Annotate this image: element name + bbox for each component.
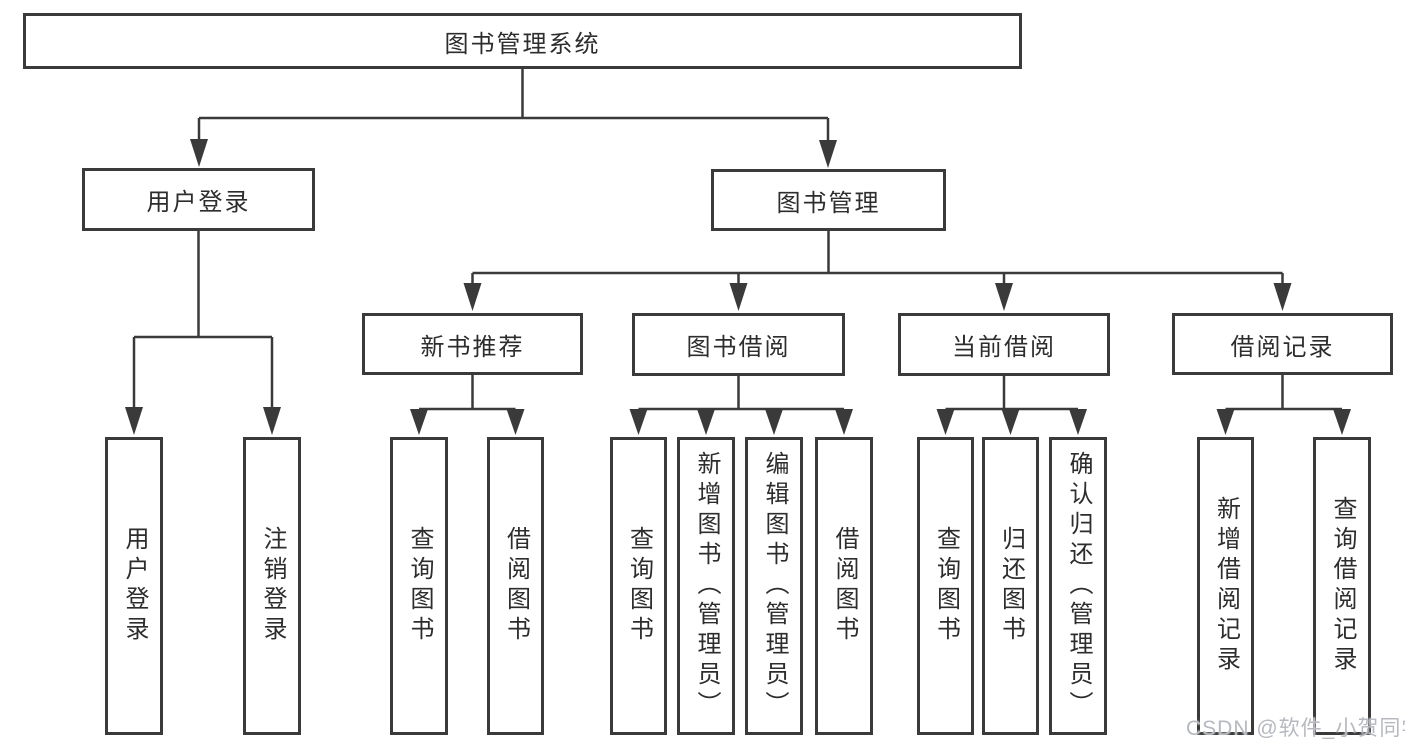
- arrowhead-bookborrow-query: [629, 409, 648, 435]
- leaf-newrec-borrow-books-label: 借阅图书: [502, 526, 530, 646]
- arrowhead-currentborrow-confirm: [1069, 409, 1087, 435]
- leaf-current-confirm-return-admin-label: 确认归还（管理员）: [1065, 451, 1092, 721]
- node-book-borrow: 图书借阅: [632, 313, 845, 376]
- connector-records-to-leaves: [1225, 375, 1342, 411]
- arrowhead-bookborrow-borrow: [835, 409, 853, 435]
- arrowhead-records-add: [1216, 409, 1235, 435]
- leaf-borrow-borrow-books-label: 借阅图书: [831, 526, 858, 646]
- leaf-logout-login: 注销登录: [243, 437, 301, 735]
- leaf-borrow-query-books-label: 查询图书: [625, 526, 653, 646]
- arrowhead-currentborrow-return: [1001, 409, 1020, 435]
- leaf-borrow-add-books-admin-label: 新增图书（管理员）: [693, 451, 720, 721]
- connector-userlogin-to-leaves: [132, 231, 274, 429]
- leaf-borrow-borrow-books: 借阅图书: [815, 437, 873, 735]
- leaf-current-query-books-label: 查询图书: [932, 526, 960, 646]
- leaf-borrow-add-books-admin: 新增图书（管理员）: [677, 437, 735, 735]
- leaf-newrec-query-books: 查询图书: [390, 437, 448, 735]
- node-current-borrow: 当前借阅: [898, 313, 1110, 376]
- arrowhead-book-borrow: [729, 283, 748, 311]
- leaf-logout-login-label: 注销登录: [259, 526, 286, 646]
- leaf-records-query-record: 查询借阅记录: [1313, 437, 1371, 735]
- node-new-book-recommend: 新书推荐: [362, 313, 583, 375]
- arrowhead-new-book-recommend: [463, 283, 482, 311]
- leaf-user-login: 用户登录: [105, 437, 163, 735]
- node-borrow-records: 借阅记录: [1172, 313, 1393, 375]
- arrowhead-records-query: [1333, 409, 1351, 435]
- connector-root-to-level1: [197, 68, 830, 161]
- leaf-current-return-books-label: 归还图书: [997, 526, 1025, 646]
- connector-bookborrow-to-leaves: [638, 376, 844, 411]
- arrowhead-book-management: [819, 140, 837, 168]
- arrowhead-currentborrow-query: [936, 409, 955, 435]
- arrowhead-newrec-borrow: [506, 409, 525, 435]
- arrowhead-bookborrow-add: [697, 409, 715, 435]
- arrowhead-current-borrow: [995, 283, 1013, 311]
- leaf-newrec-borrow-books: 借阅图书: [487, 437, 544, 735]
- node-root-library-system: 图书管理系统: [23, 13, 1022, 69]
- node-user-login: 用户登录: [82, 168, 315, 231]
- connector-bookmgmt-to-groups: [471, 231, 1284, 305]
- csdn-watermark: CSDN @软件_小贺同学: [1186, 717, 1405, 740]
- leaf-records-query-record-label: 查询借阅记录: [1329, 496, 1356, 676]
- leaf-borrow-edit-books-admin: 编辑图书（管理员）: [745, 437, 803, 735]
- leaf-records-add-record-label: 新增借阅记录: [1212, 496, 1240, 676]
- arrowhead-newrec-query: [410, 409, 428, 435]
- arrowhead-borrow-records: [1273, 283, 1292, 311]
- leaf-current-confirm-return-admin: 确认归还（管理员）: [1049, 437, 1107, 735]
- leaf-borrow-query-books: 查询图书: [610, 437, 667, 735]
- arrowhead-leaf-logout: [263, 407, 281, 435]
- connector-currentborrow-to-leaves: [945, 376, 1078, 411]
- leaf-user-login-label: 用户登录: [121, 526, 148, 646]
- connector-newrec-to-leaves: [419, 375, 516, 411]
- node-book-management: 图书管理: [711, 169, 946, 231]
- leaf-borrow-edit-books-admin-label: 编辑图书（管理员）: [761, 451, 788, 721]
- arrowhead-leaf-user-login: [125, 407, 143, 435]
- leaf-current-return-books: 归还图书: [982, 437, 1039, 735]
- arrowhead-bookborrow-edit: [765, 409, 783, 435]
- leaf-newrec-query-books-label: 查询图书: [406, 526, 433, 646]
- arrowhead-user-login: [190, 139, 208, 167]
- leaf-records-add-record: 新增借阅记录: [1197, 437, 1254, 735]
- leaf-current-query-books: 查询图书: [917, 437, 974, 735]
